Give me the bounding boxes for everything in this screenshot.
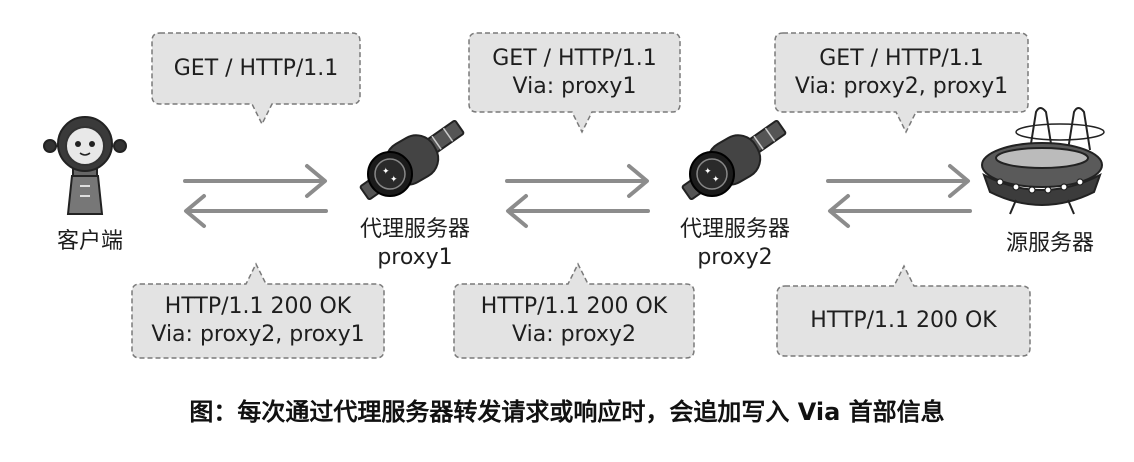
request-line: GET / HTTP/1.1 bbox=[173, 55, 339, 81]
proxy1-label: 代理服务器 proxy1 bbox=[340, 216, 490, 272]
response-bubble-shape bbox=[453, 262, 695, 359]
response-arrow bbox=[184, 194, 328, 228]
via-header-line: Via: proxy2, proxy1 bbox=[794, 73, 1009, 99]
response-bubble-3: HTTP/1.1 200 OK bbox=[777, 286, 1030, 356]
svg-text:✦: ✦ bbox=[712, 175, 720, 185]
request-bubble-2: GET / HTTP/1.1 Via: proxy1 bbox=[469, 33, 680, 112]
status-line: HTTP/1.1 200 OK bbox=[810, 308, 997, 333]
robot-client-icon bbox=[43, 116, 127, 215]
response-bubble-shape bbox=[131, 262, 385, 359]
satellite-proxy-icon: ✦ ✦ bbox=[359, 119, 465, 201]
origin-server-label: 源服务器 bbox=[1005, 231, 1094, 256]
response-bubble-1: HTTP/1.1 200 OK Via: proxy2, proxy1 bbox=[132, 284, 384, 358]
status-line: HTTP/1.1 200 OK bbox=[164, 294, 352, 319]
request-bubble-shape bbox=[468, 32, 681, 134]
via-header-line: Via: proxy2 bbox=[512, 322, 636, 347]
satellite-proxy-icon: ✦ ✦ bbox=[681, 119, 787, 201]
request-line: GET / HTTP/1.1 bbox=[819, 45, 984, 71]
proxy-name-label: proxy2 bbox=[697, 245, 773, 270]
client-label: 客户端 bbox=[56, 229, 123, 254]
ufo-server-icon bbox=[981, 107, 1105, 215]
svg-text:✦: ✦ bbox=[382, 167, 390, 177]
proxy-role-label: 代理服务器 bbox=[679, 217, 790, 242]
proxy-name-label: proxy1 bbox=[377, 245, 453, 270]
status-line: HTTP/1.1 200 OK bbox=[480, 294, 668, 319]
request-bubble-3: GET / HTTP/1.1 Via: proxy2, proxy1 bbox=[775, 33, 1028, 112]
svg-text:✦: ✦ bbox=[704, 167, 712, 177]
figure-caption: 图：每次通过代理服务器转发请求或响应时，会追加写入 Via 首部信息 bbox=[189, 398, 945, 426]
via-header-line: Via: proxy2, proxy1 bbox=[151, 322, 365, 347]
request-arrow bbox=[183, 164, 327, 198]
response-arrow bbox=[506, 194, 650, 228]
proxy2-label: 代理服务器 proxy2 bbox=[660, 216, 810, 272]
response-bubble-shape bbox=[776, 264, 1031, 357]
request-line: GET / HTTP/1.1 bbox=[492, 45, 657, 71]
proxy-role-label: 代理服务器 bbox=[359, 217, 470, 242]
request-arrow bbox=[826, 164, 970, 198]
request-bubble-shape bbox=[151, 32, 361, 126]
request-arrow bbox=[505, 164, 649, 198]
request-bubble-shape bbox=[774, 32, 1029, 134]
response-bubble-2: HTTP/1.1 200 OK Via: proxy2 bbox=[454, 284, 694, 358]
svg-text:✦: ✦ bbox=[390, 175, 398, 185]
via-header-line: Via: proxy1 bbox=[512, 73, 637, 99]
request-bubble-1: GET / HTTP/1.1 bbox=[152, 33, 360, 104]
response-arrow bbox=[828, 194, 972, 228]
